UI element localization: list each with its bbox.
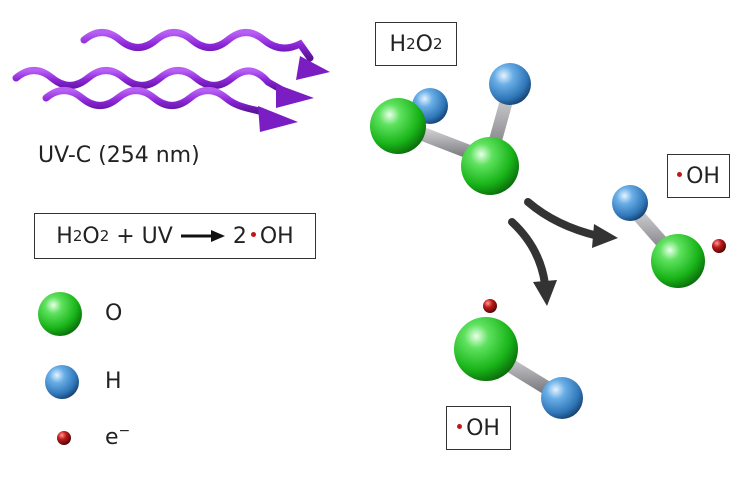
oh-bottom-label-box: OH (446, 406, 511, 450)
oh-bottom-label: OH (466, 415, 500, 441)
uv-wave-2 (12, 67, 314, 108)
reaction-arrows (508, 198, 618, 306)
h2o2-oxygen-right (461, 137, 519, 195)
h2o2-hydrogen-front (489, 63, 531, 105)
oh-top-electron (712, 239, 726, 253)
oh-radical-top (612, 185, 726, 288)
oxygen-legend-icon (38, 292, 82, 336)
radical-dot-icon (250, 232, 256, 237)
electron-legend-icon (57, 431, 71, 445)
oh-bottom-hydrogen (541, 377, 583, 419)
oh-bottom-electron (483, 299, 497, 313)
legend-hydrogen-label: H (105, 369, 122, 394)
legend-electron-label: e− (105, 424, 130, 450)
reaction-arrow-icon (180, 230, 225, 242)
legend-icons (38, 292, 82, 445)
oh-top-label: OH (686, 163, 720, 189)
oh-top-oxygen (651, 234, 705, 288)
eq-h: H (56, 223, 73, 249)
uv-wave-3 (42, 87, 298, 132)
oh-top-label-box: OH (667, 154, 730, 198)
h2o2-molecule (370, 63, 531, 195)
uv-wave-1 (80, 29, 330, 80)
radical-dot-icon (457, 424, 463, 429)
h2o2-oxygen-left (370, 98, 426, 154)
eq-plus-uv: + UV (116, 223, 173, 249)
arrow-to-top-radical (524, 198, 618, 248)
uv-waves (12, 29, 330, 132)
oh-radical-bottom (454, 299, 583, 419)
hydrogen-legend-icon (45, 365, 79, 399)
arrow-to-bottom-radical (508, 218, 557, 306)
h2o2-h: H (389, 31, 407, 57)
h2o2-o: O (415, 31, 433, 57)
legend-electron-base: e (105, 425, 119, 450)
eq-product: OH (259, 223, 294, 249)
eq-o: O (82, 223, 100, 249)
oh-bottom-oxygen (454, 317, 518, 381)
legend-electron-sup: − (118, 423, 131, 439)
uv-label: UV-C (254 nm) (38, 143, 200, 168)
eq-coefficient: 2 (232, 223, 247, 249)
legend-oxygen-label: O (105, 301, 123, 326)
radical-dot-icon (677, 172, 683, 177)
oh-top-hydrogen (612, 185, 648, 221)
